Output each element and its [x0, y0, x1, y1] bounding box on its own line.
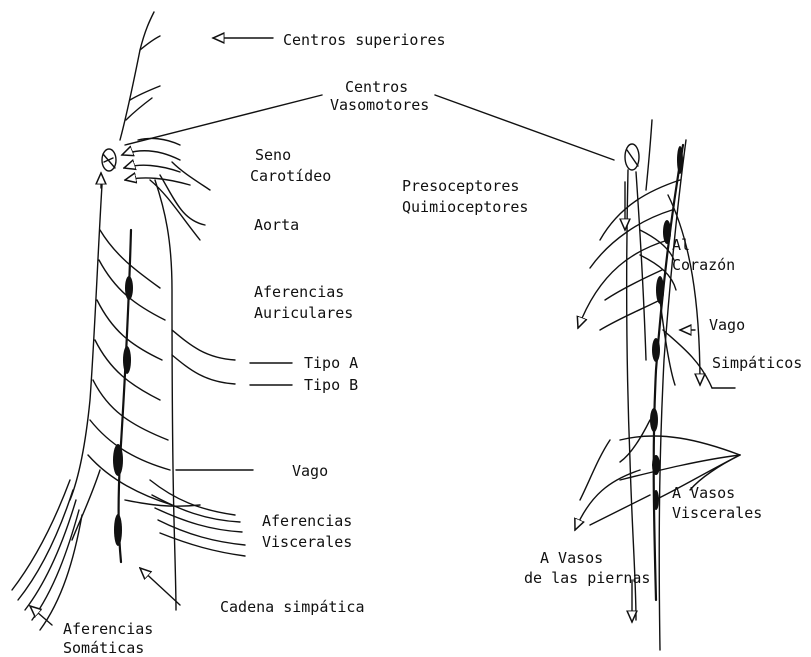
label-quimioceptores: Quimioceptores — [402, 198, 528, 216]
label-tipo-b: Tipo B — [304, 376, 358, 394]
label-aferencias-viscerales-1: Aferencias — [262, 512, 352, 530]
labels: Centros superiores Centros Vasomotores S… — [63, 31, 802, 657]
label-a-vasos-piernas-2: de las piernas — [524, 569, 650, 587]
label-al: Al — [672, 236, 690, 254]
visceral-afferents — [125, 480, 245, 556]
tipo-lines — [172, 330, 292, 385]
label-vasomotores: Vasomotores — [330, 96, 429, 114]
label-presoceptores: Presoceptores — [402, 177, 519, 195]
label-a-vasos-viscerales-2: Viscerales — [672, 504, 762, 522]
label-centros-superiores: Centros superiores — [283, 31, 446, 49]
label-aferencias-auriculares-2: Auriculares — [254, 304, 353, 322]
label-aferencias-viscerales-2: Viscerales — [262, 533, 352, 551]
label-simpaticos: Simpáticos — [712, 354, 802, 372]
sympathetic-chain — [113, 230, 133, 562]
label-aferencias-auriculares-1: Aferencias — [254, 283, 344, 301]
left-figure — [12, 12, 292, 630]
label-aferencias-somaticas-2: Somáticas — [63, 639, 144, 657]
left-trunk-outer — [70, 185, 102, 500]
somatic-afferents — [12, 470, 100, 630]
cadena-arrow — [140, 568, 180, 605]
label-carotideo: Carotídeo — [250, 167, 331, 185]
right-trunk — [155, 180, 176, 610]
label-centros: Centros — [345, 78, 408, 96]
upper-branches — [120, 12, 160, 140]
label-aferencias-somaticas-1: Aferencias — [63, 620, 153, 638]
label-a-vasos-viscerales-1: A Vasos — [672, 484, 735, 502]
right-sympathetic-chain — [650, 145, 683, 600]
label-aorta: Aorta — [254, 216, 299, 234]
label-vago-left: Vago — [292, 462, 328, 480]
label-corazon: Corazón — [672, 256, 735, 274]
label-cadena-simpatica: Cadena simpática — [220, 598, 365, 616]
label-a-vasos-piernas-1: A Vasos — [540, 549, 603, 567]
label-vago-right: Vago — [709, 316, 745, 334]
label-seno: Seno — [255, 146, 291, 164]
label-tipo-a: Tipo A — [304, 354, 358, 372]
carotid-afferents — [122, 138, 210, 240]
